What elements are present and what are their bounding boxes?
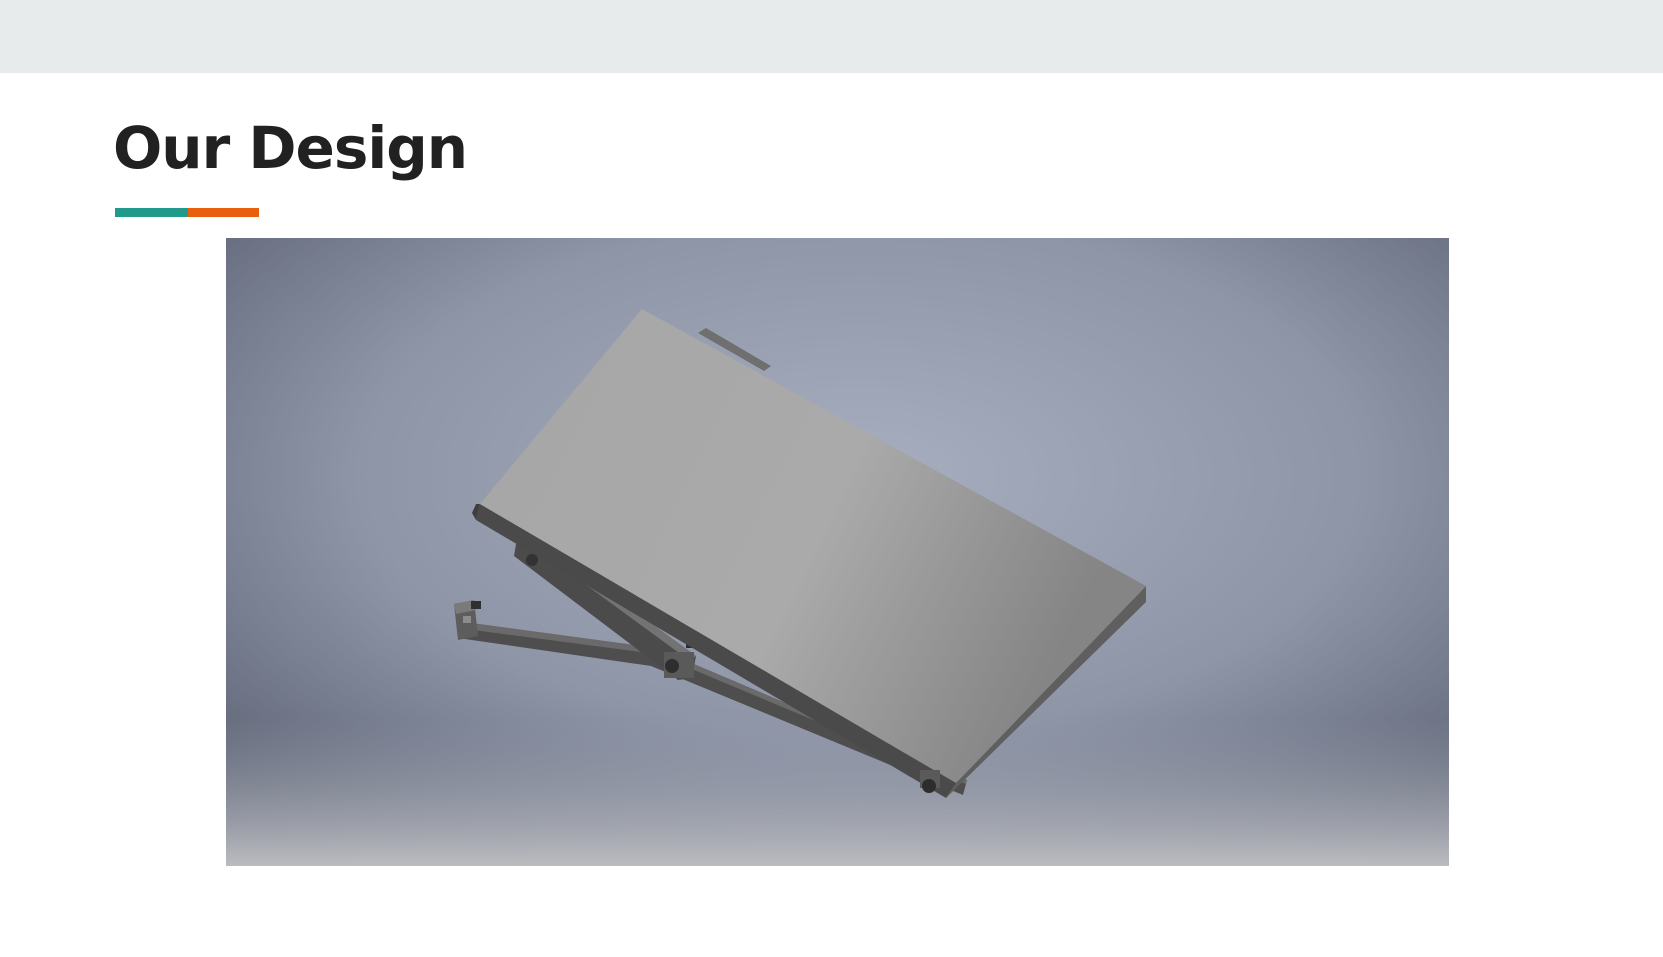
header-band	[0, 0, 1663, 73]
upper-bracket-arm	[514, 536, 696, 680]
title-accent-bar	[115, 208, 259, 217]
accent-orange-segment	[188, 208, 259, 217]
accent-teal-segment	[115, 208, 188, 217]
panel-thickness	[472, 504, 1146, 798]
panel-top-surface	[480, 309, 1146, 783]
slide-title: Our Design	[113, 114, 468, 182]
design-render-image	[226, 238, 1449, 866]
lower-bracket-arm	[454, 600, 967, 795]
